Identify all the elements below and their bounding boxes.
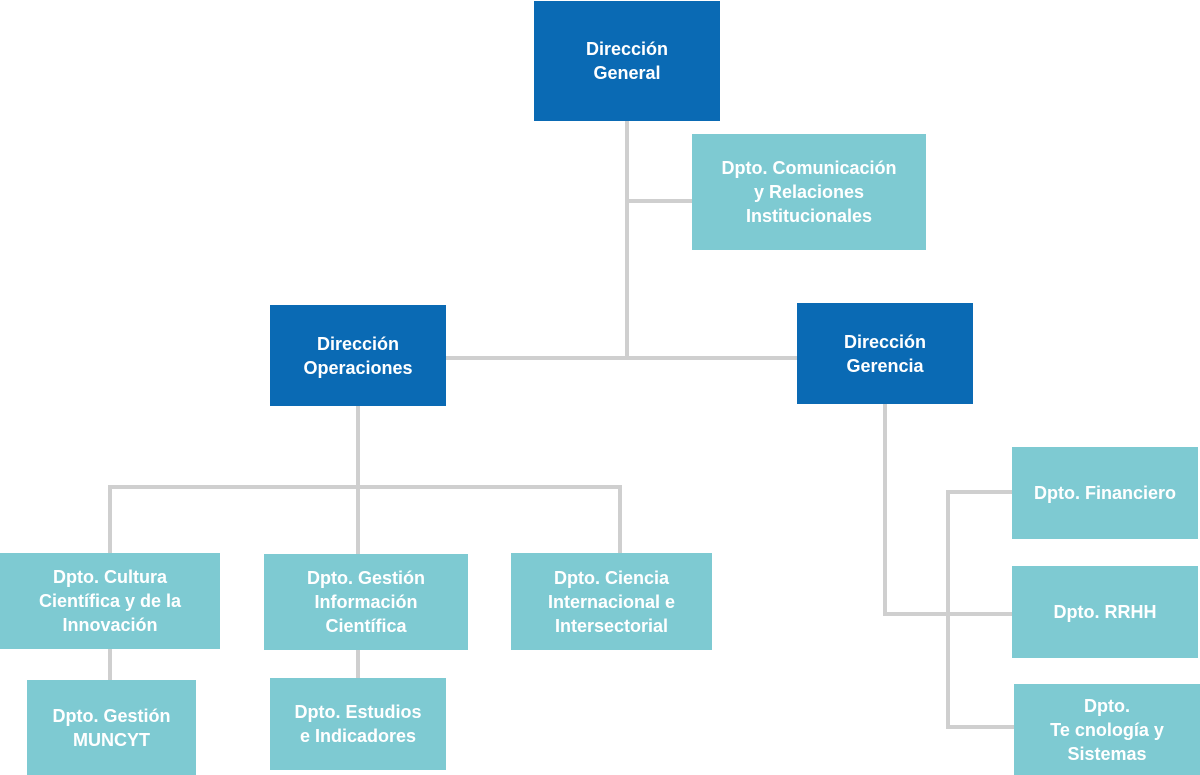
node-label: Dpto. RRHH [1053,602,1157,622]
node-dpto-ciencia-internacional: Dpto. Ciencia Internacional e Intersecto… [511,553,712,650]
node-dpto-comunicacion: Dpto. Comunicación y Relaciones Instituc… [692,134,926,250]
node-label: Dirección General [585,39,669,83]
node-direccion-gerencia: Dirección Gerencia [797,303,973,404]
node-dpto-gestion-muncyt: Dpto. Gestión MUNCYT [27,680,196,775]
node-direccion-general: Dirección General [534,1,720,121]
node-direccion-operaciones: Dirección Operaciones [270,305,446,406]
node-dpto-financiero: Dpto. Financiero [1012,447,1198,539]
node-label: Dirección Gerencia [843,331,927,376]
node-label: Dpto. Comunicación y Relaciones Instituc… [721,158,897,226]
node-label: Dpto. Estudios e Indicadores [294,702,422,746]
node-dpto-rrhh: Dpto. RRHH [1012,566,1198,658]
node-label: Dpto. Cultura Científica y de la Innovac… [38,567,182,635]
node-label: Dpto. Financiero [1033,483,1176,503]
node-dpto-estudios-indicadores: Dpto. Estudios e Indicadores [270,678,446,770]
node-dpto-tecnologia: Dpto. Te cnología y Sistemas [1014,684,1200,775]
node-dpto-gestion-informacion: Dpto. Gestión Información Científica [264,554,468,650]
node-label: Dpto. Te cnología y Sistemas [1050,695,1164,764]
node-label: Dirección Operaciones [303,333,413,378]
node-label: Dpto. Gestión Información Científica [307,568,425,636]
node-label: Dpto. Gestión MUNCYT [52,705,171,750]
node-label: Dpto. Ciencia Internacional e Intersecto… [547,567,676,636]
node-dpto-cultura-cientifica: Dpto. Cultura Científica y de la Innovac… [0,553,220,649]
